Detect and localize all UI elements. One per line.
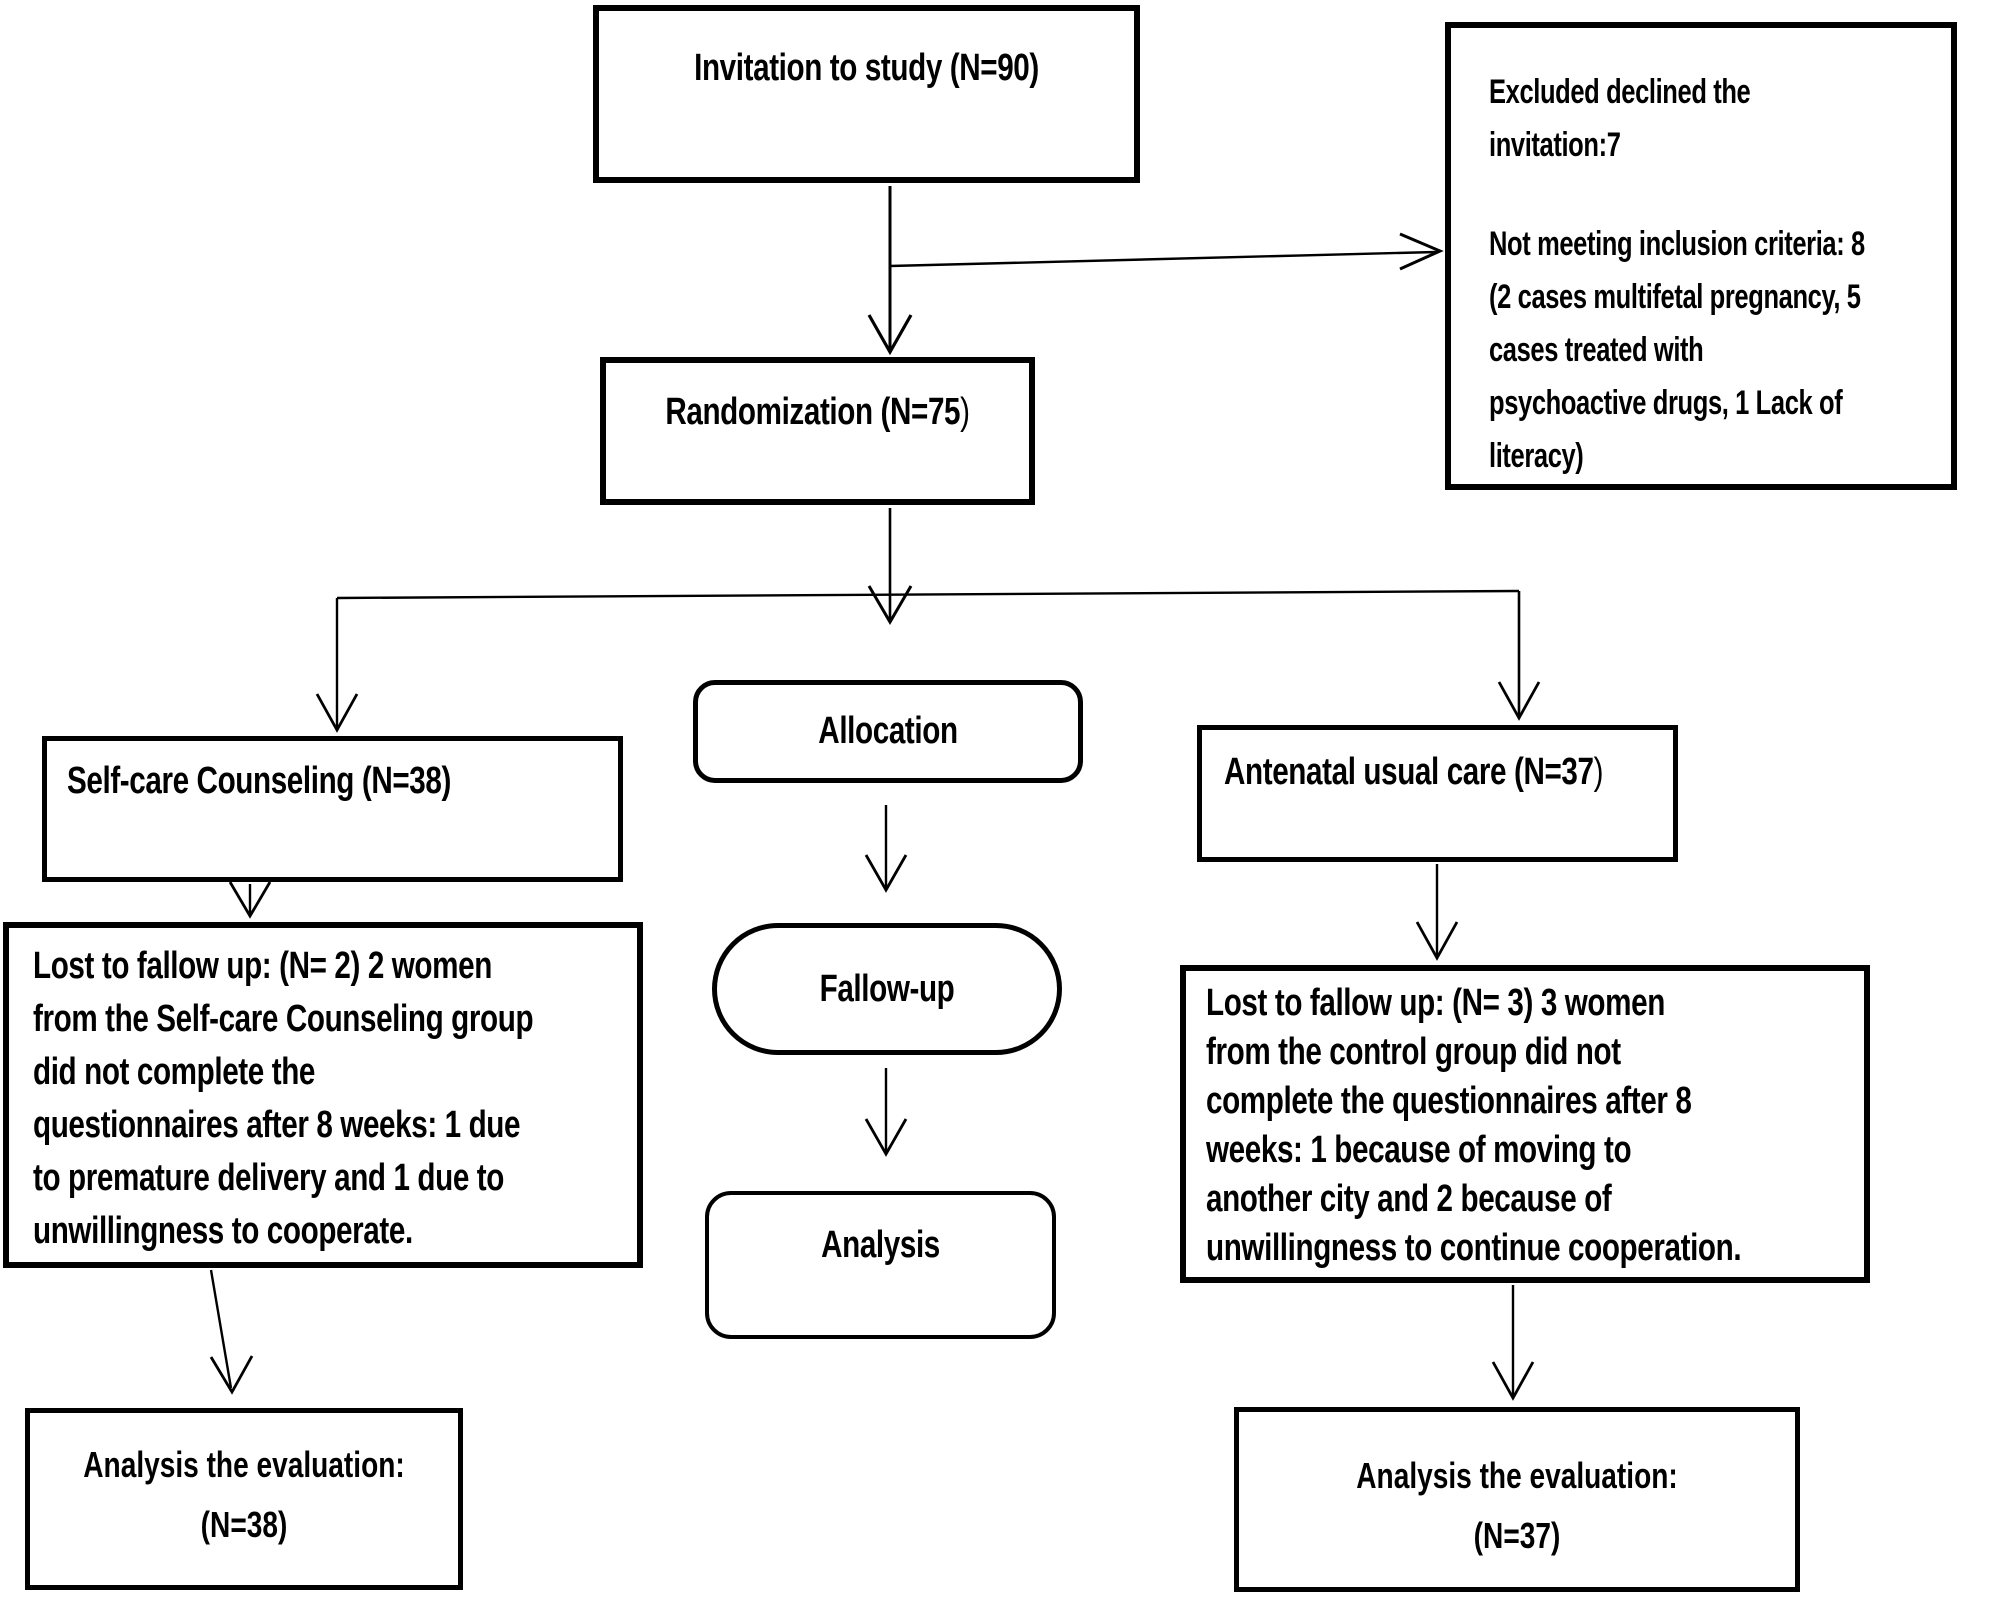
analysis-shape: Analysis	[705, 1191, 1056, 1339]
arrow-antenatal-to-lost-right	[1415, 864, 1459, 961]
analysis-right-text: Analysis the evaluation: (N=37)	[1300, 1446, 1734, 1566]
randomization-box: Randomization (N=75)	[600, 357, 1035, 505]
allocation-shape: Allocation	[693, 680, 1083, 783]
followup-shape: Fallow-up	[712, 923, 1062, 1055]
arrow-invitation-to-randomization	[867, 186, 913, 356]
analysis-right-line2: (N=37)	[1473, 1515, 1561, 1556]
analysis-left-line2: (N=38)	[200, 1504, 288, 1545]
invitation-box: Invitation to study (N=90)	[593, 5, 1140, 183]
randomization-label-paren: )	[960, 391, 970, 433]
analysis-right-line1: Analysis the evaluation:	[1356, 1455, 1678, 1496]
analysis-left-text: Analysis the evaluation: (N=38)	[77, 1435, 411, 1555]
antenatal-label-paren: )	[1593, 751, 1604, 793]
antenatal-box: Antenatal usual care (N=37)	[1197, 725, 1678, 862]
invitation-label: Invitation to study (N=90)	[694, 47, 1039, 89]
arrow-selfcare-to-lost-left	[228, 881, 272, 919]
arrow-randomization-down	[867, 508, 913, 625]
arrow-allocation-to-fallowup	[864, 805, 908, 893]
analysis-label: Analysis	[821, 1223, 940, 1266]
excluded-criteria-text: Not meeting inclusion criteria: 8(2 case…	[1489, 225, 1865, 475]
analysis-evaluation-left-box: Analysis the evaluation: (N=38)	[25, 1408, 463, 1590]
analysis-evaluation-right-box: Analysis the evaluation: (N=37)	[1234, 1407, 1800, 1592]
analysis-left-line1: Analysis the evaluation:	[83, 1444, 405, 1485]
arrow-to-selfcare	[315, 598, 359, 733]
randomization-label: Randomization (N=75)	[653, 391, 983, 434]
branch-split-line	[336, 589, 1520, 600]
arrow-lost-left-to-analysis-left	[209, 1269, 254, 1395]
followup-label: Fallow-up	[819, 967, 955, 1010]
allocation-label: Allocation	[818, 710, 958, 752]
arrow-fallowup-to-analysis	[864, 1068, 908, 1157]
randomization-label-main: Randomization (N=75	[665, 391, 961, 433]
selfcare-label: Self-care Counseling (N=38)	[67, 760, 451, 802]
arrow-to-antenatal	[1497, 591, 1541, 721]
antenatal-label-main: Antenatal usual care (N=37	[1224, 751, 1594, 793]
arrow-lost-right-to-analysis-right	[1491, 1285, 1535, 1401]
antenatal-label: Antenatal usual care (N=37)	[1224, 746, 1708, 799]
selfcare-box: Self-care Counseling (N=38)	[42, 736, 623, 882]
arrow-to-excluded	[889, 232, 1444, 271]
